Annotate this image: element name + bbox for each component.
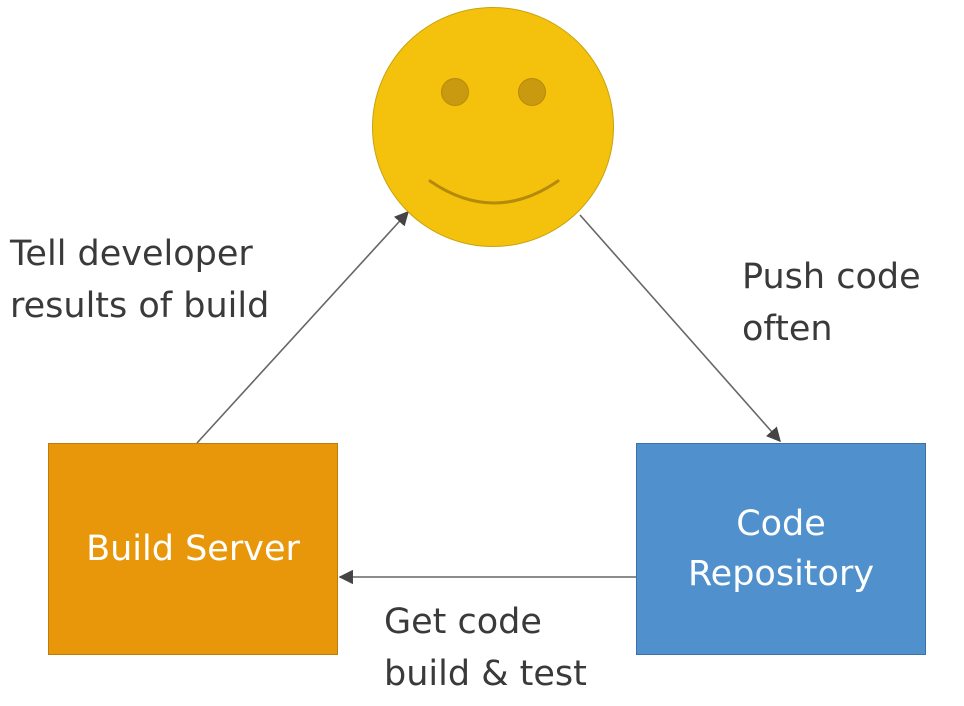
get-code-line2: build & test	[384, 654, 587, 694]
get-code-line1: Get code	[384, 602, 542, 642]
right-eye	[518, 78, 546, 106]
code-repository-label-line2: Repository	[687, 554, 875, 594]
left-eye	[441, 78, 469, 106]
tell-developer-label: Tell developer results of build	[10, 228, 269, 332]
code-repository-label-line1: Code	[736, 504, 826, 544]
arrow-developer-to-repository	[579, 214, 781, 443]
push-code-label: Push code often	[742, 251, 921, 355]
tell-developer-line1: Tell developer	[10, 234, 253, 274]
get-code-label: Get code build & test	[384, 596, 587, 700]
code-repository-box: Code Repository	[636, 443, 926, 655]
push-code-line2: often	[742, 309, 833, 349]
tell-developer-line2: results of build	[10, 286, 270, 326]
build-server-box: Build Server	[48, 443, 338, 655]
arrow-build-server-to-developer	[196, 210, 409, 444]
push-code-line1: Push code	[742, 257, 921, 297]
smiley-face-icon	[372, 7, 614, 247]
build-server-label: Build Server	[86, 529, 300, 569]
smile-mouth	[428, 179, 560, 205]
